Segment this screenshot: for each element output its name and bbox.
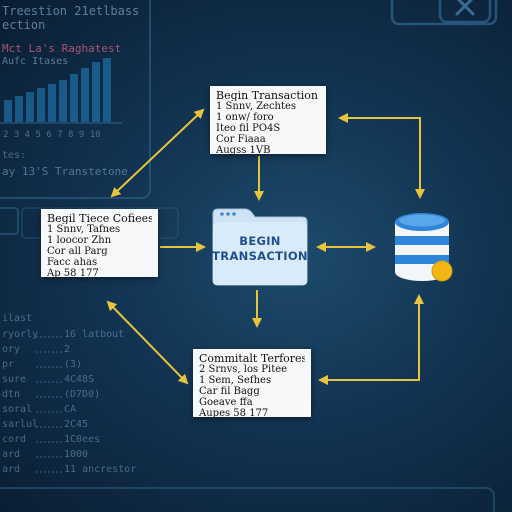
table-row-value: CA — [64, 404, 77, 415]
card-line: 1 Sem, Sefhes — [199, 375, 272, 386]
folder-label-line-2: TRANSACTION — [212, 249, 308, 263]
card-line: 1 onw/ foro — [216, 112, 274, 123]
table-row-label: ard — [2, 449, 21, 460]
card-line: Ap 58 177 — [47, 268, 99, 279]
card-line: Cor all Parg — [47, 246, 108, 257]
card-line: Facc ahas — [47, 257, 98, 268]
background-title-line-1: Treestion 21etlbass — [2, 4, 140, 18]
card-line: Aupes 58 177 — [199, 408, 269, 419]
arrow-top-card-to-database — [338, 113, 425, 199]
table-row-label: ryorly — [2, 329, 39, 340]
background-subtitle-2: Aufc Itases — [2, 56, 69, 67]
background-table-header: ilast — [2, 313, 33, 324]
table-row-value: 2C45 — [64, 419, 89, 430]
arrow-left-card-to-bottom-card — [106, 300, 189, 385]
table-row-label: cord — [2, 434, 27, 445]
background-table-leaders — [36, 336, 62, 473]
table-row-label: dtn — [2, 389, 21, 400]
folder-icon — [212, 208, 308, 286]
background-bar-chart — [0, 58, 122, 124]
card-commit: Commitalt Terfores 2 Srnvs, los Pitee 1 … — [193, 349, 311, 419]
table-row-value: 16 latbout — [64, 329, 125, 340]
card-line: Cor Fiaaa — [216, 134, 266, 145]
background-bar — [103, 58, 111, 122]
background-bar — [70, 74, 78, 122]
card-left-step: Begil Tiece Cofiees 1 Snnv, Tafnes 1 loo… — [41, 209, 158, 279]
background-bar — [48, 84, 56, 122]
table-row-value: (D7D0) — [64, 389, 101, 400]
folder-label: BEGIN TRANSACTION — [209, 234, 311, 264]
folder-label-line-1: BEGIN — [239, 234, 281, 248]
database-icon — [395, 213, 453, 282]
table-row-value: 1C0ees — [64, 434, 101, 445]
table-row-label: ory — [2, 344, 21, 355]
background-bar — [15, 96, 23, 122]
background-bar — [37, 88, 45, 122]
background-bar — [59, 80, 67, 122]
table-row-label: pr — [2, 359, 15, 370]
card-line: 1 Snnv, Zechtes — [216, 101, 297, 112]
card-line: 1 loocor Zhn — [47, 235, 112, 246]
table-row-label: sarlul — [2, 419, 39, 430]
background-bar — [4, 100, 12, 122]
table-row-value: 11 ancrestor — [64, 464, 137, 475]
background-bar — [92, 62, 100, 122]
card-begin-transaction: Begin Transaction 1 Snnv, Zechtes 1 onw/… — [210, 86, 326, 156]
arrow-database-to-bottom-card — [318, 294, 424, 385]
table-row-value: 1000 — [64, 449, 89, 460]
background-title-line-2: ection — [2, 18, 46, 32]
card-line: Begil Tiece Cofiees — [47, 213, 152, 224]
card-line: 2 Srnvs, los Pitee — [199, 364, 288, 375]
card-line: Iteo fil PO4S — [216, 123, 281, 134]
background-subtitle: Mct La's Raghatest — [2, 42, 122, 55]
background-panel-top-right — [390, 0, 498, 26]
background-bar — [81, 68, 89, 122]
begin-transaction-node[interactable]: BEGIN TRANSACTION — [209, 206, 311, 286]
card-line: Commitalt Terfores — [199, 353, 305, 364]
background-axis-numbers: 2 3 4 5 6 7 8 9 10 — [3, 130, 101, 140]
card-line: Car fil Bagg — [199, 386, 260, 397]
database-node[interactable] — [392, 212, 456, 288]
background-caption-1: tes: — [2, 150, 27, 161]
table-row-label: soral — [2, 404, 33, 415]
background-caption-2: ay 13'S Transtetone — [2, 165, 128, 178]
table-row-value: (3) — [64, 359, 83, 370]
close-button-frame[interactable] — [438, 0, 492, 24]
table-row-value: 4C48S — [64, 374, 95, 385]
card-line: Goeave ffa — [199, 397, 253, 408]
card-line: 1 Snnv, Tafnes — [47, 224, 121, 235]
background-panel-top-left — [0, 0, 151, 199]
arrow-top-card-to-left-card — [110, 108, 205, 198]
close-icon — [455, 0, 475, 16]
card-line: Begin Transaction — [216, 90, 318, 101]
table-row-value: 2 — [64, 344, 71, 355]
background-side-tab — [0, 207, 19, 235]
background-bar — [26, 92, 34, 122]
table-row-label: sure — [2, 374, 27, 385]
database-status-dot — [431, 260, 453, 282]
background-panel-bottom — [0, 487, 495, 512]
table-row-label: ard — [2, 464, 21, 475]
card-line: Augss 1VB — [216, 145, 271, 156]
